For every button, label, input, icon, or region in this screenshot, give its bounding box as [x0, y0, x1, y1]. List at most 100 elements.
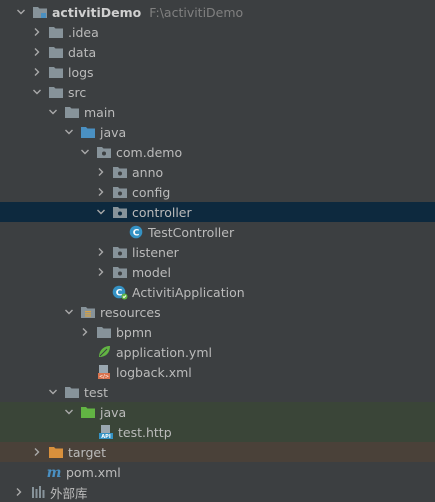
chevron-down-icon[interactable] [46, 382, 60, 402]
package-icon [112, 264, 128, 280]
tree-row-testcontroller[interactable]: C TestController [0, 222, 435, 242]
svg-text:</>: </> [99, 374, 109, 380]
tree-row-test-http[interactable]: API test.http [0, 422, 435, 442]
tree-label: listener [132, 244, 179, 260]
chevron-down-icon[interactable] [62, 302, 76, 322]
chevron-right-icon[interactable] [94, 242, 108, 262]
tree-row-com-demo[interactable]: com.demo [0, 142, 435, 162]
folder-icon [48, 44, 64, 60]
chevron-right-icon[interactable] [94, 262, 108, 282]
svg-text:m: m [47, 465, 62, 480]
tree-label: config [132, 184, 171, 200]
package-icon [112, 204, 128, 220]
chevron-down-icon[interactable] [94, 202, 108, 222]
svg-text:C: C [133, 228, 140, 238]
tree-row-data[interactable]: data [0, 42, 435, 62]
tree-label: com.demo [116, 144, 183, 160]
package-icon [96, 144, 112, 160]
folder-icon [48, 64, 64, 80]
tree-row-idea[interactable]: .idea [0, 22, 435, 42]
tree-label: anno [132, 164, 164, 180]
svg-text:C: C [116, 288, 123, 298]
chevron-down-icon[interactable] [14, 2, 28, 22]
tree-label: logs [68, 64, 94, 80]
test-source-folder-icon [80, 404, 96, 420]
spring-boot-class-icon: C [112, 284, 128, 300]
tree-row-test[interactable]: test [0, 382, 435, 402]
tree-label: ActivitiApplication [132, 284, 245, 300]
tree-label: activitiDemo [52, 4, 142, 20]
tree-label: TestController [148, 224, 235, 240]
project-path: F:\activitiDemo [149, 4, 244, 20]
excluded-folder-icon [48, 444, 64, 460]
tree-row-config[interactable]: config [0, 182, 435, 202]
resources-folder-icon [80, 304, 96, 320]
maven-icon: m [46, 464, 62, 480]
tree-label: pom.xml [66, 464, 121, 480]
tree-row-src[interactable]: src [0, 82, 435, 102]
tree-row-anno[interactable]: anno [0, 162, 435, 182]
xml-file-icon: </> [96, 364, 112, 380]
tree-label: main [84, 104, 116, 120]
tree-row-resources[interactable]: resources [0, 302, 435, 322]
tree-label: bpmn [116, 324, 152, 340]
source-folder-icon [80, 124, 96, 140]
chevron-right-icon[interactable] [78, 322, 92, 342]
tree-row-listener[interactable]: listener [0, 242, 435, 262]
spring-yaml-icon [96, 344, 112, 360]
tree-row-test-java[interactable]: java [0, 402, 435, 422]
package-icon [112, 244, 128, 260]
chevron-right-icon[interactable] [94, 162, 108, 182]
chevron-right-icon[interactable] [30, 22, 44, 42]
tree-label: target [68, 444, 107, 460]
folder-icon [96, 324, 112, 340]
module-folder-icon [32, 4, 48, 20]
chevron-right-icon[interactable] [30, 42, 44, 62]
tree-label: src [68, 84, 87, 100]
chevron-down-icon[interactable] [30, 82, 44, 102]
tree-label: .idea [68, 24, 99, 40]
svg-text:API: API [101, 434, 111, 440]
tree-label: data [68, 44, 97, 60]
tree-label: test [84, 384, 109, 400]
tree-row-logback-xml[interactable]: </> logback.xml [0, 362, 435, 382]
tree-label: java [100, 404, 127, 420]
tree-row-model[interactable]: model [0, 262, 435, 282]
tree-row-external-libraries[interactable]: 外部库 [0, 482, 435, 502]
chevron-down-icon[interactable] [46, 102, 60, 122]
tree-row-pom-xml[interactable]: m pom.xml [0, 462, 435, 482]
tree-label: resources [100, 304, 161, 320]
package-icon [112, 184, 128, 200]
chevron-down-icon[interactable] [78, 142, 92, 162]
folder-icon [64, 384, 80, 400]
tree-row-activitidemo[interactable]: activitiDemo F:\activitiDemo [0, 2, 435, 22]
tree-row-main[interactable]: main [0, 102, 435, 122]
chevron-down-icon[interactable] [62, 122, 76, 142]
tree-row-application-yml[interactable]: application.yml [0, 342, 435, 362]
chevron-right-icon[interactable] [30, 62, 44, 82]
tree-label: java [100, 124, 127, 140]
tree-row-logs[interactable]: logs [0, 62, 435, 82]
tree-label: controller [132, 204, 192, 220]
tree-row-controller[interactable]: controller [0, 202, 435, 222]
package-icon [112, 164, 128, 180]
tree-label: model [132, 264, 171, 280]
folder-icon [48, 84, 64, 100]
folder-icon [48, 24, 64, 40]
library-icon [30, 484, 46, 500]
tree-row-target[interactable]: target [0, 442, 435, 462]
tree-label: test.http [118, 424, 172, 440]
http-request-file-icon: API [98, 424, 114, 440]
tree-label: logback.xml [116, 364, 192, 380]
chevron-right-icon[interactable] [94, 182, 108, 202]
tree-label: 外部库 [50, 485, 88, 501]
tree-row-activitiapplication[interactable]: C ActivitiApplication [0, 282, 435, 302]
chevron-right-icon[interactable] [30, 442, 44, 462]
tree-row-main-java[interactable]: java [0, 122, 435, 142]
chevron-right-icon[interactable] [12, 482, 26, 502]
tree-row-bpmn[interactable]: bpmn [0, 322, 435, 342]
java-class-icon: C [128, 224, 144, 240]
chevron-down-icon[interactable] [62, 402, 76, 422]
tree-label: application.yml [116, 344, 212, 360]
